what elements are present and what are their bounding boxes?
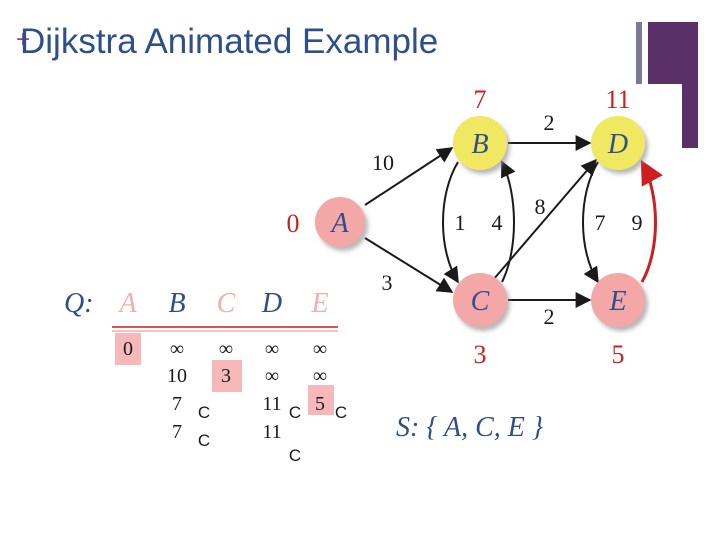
node-c xyxy=(453,273,507,327)
node-e-label: E xyxy=(608,286,626,317)
node-c-distance: 3 xyxy=(474,340,487,369)
queue-header-b: B xyxy=(168,288,185,319)
queue-r1-c: 3 xyxy=(221,365,231,387)
queue-r1-b: 10 xyxy=(167,365,187,387)
stray-mark-1: C xyxy=(198,403,210,422)
queue-cell-highlight-e xyxy=(308,385,334,415)
queue-r1-e: ∞ xyxy=(313,365,327,387)
queue-r0-e: ∞ xyxy=(313,338,327,360)
node-e xyxy=(591,273,645,327)
queue-r0-d: ∞ xyxy=(265,338,279,360)
node-e-distance: 5 xyxy=(612,340,625,369)
node-d-label: D xyxy=(607,129,628,160)
weight-a-c: 3 xyxy=(382,270,393,295)
edge-e-d-highlighted xyxy=(640,159,663,283)
edge-c-d xyxy=(492,158,598,281)
node-b-label: B xyxy=(471,129,488,160)
node-a-label: A xyxy=(329,208,349,239)
stray-mark-5: C xyxy=(335,403,347,422)
decorative-bar-dark xyxy=(648,22,698,84)
node-a-distance: 0 xyxy=(287,209,300,238)
queue-header-d: D xyxy=(261,288,282,319)
weight-a-b: 10 xyxy=(372,150,394,175)
node-d-distance: 11 xyxy=(605,85,630,114)
node-b xyxy=(453,116,507,170)
queue-header-c: C xyxy=(217,288,236,319)
queue-r0-b: ∞ xyxy=(170,338,184,360)
queue-cell-highlight-a xyxy=(115,333,141,365)
stray-mark-2: C xyxy=(198,431,210,450)
queue-header-a: A xyxy=(117,288,137,319)
stray-mark-4: C xyxy=(289,446,301,465)
queue-r1-d: ∞ xyxy=(265,365,279,387)
weight-b-c: 1 xyxy=(455,210,466,235)
weight-c-e: 2 xyxy=(544,304,555,329)
queue-r0-c: ∞ xyxy=(219,338,233,360)
queue-r0-a: 0 xyxy=(123,338,133,360)
node-d xyxy=(591,116,645,170)
slide-title: Dijkstra Animated Example xyxy=(20,22,439,61)
set-s: S: { A, C, E } xyxy=(396,412,543,443)
edge-b-c xyxy=(442,161,459,284)
queue-r2-b: 7 xyxy=(172,393,182,415)
edge-c-b xyxy=(501,160,516,283)
node-a xyxy=(315,197,365,247)
weight-c-b: 4 xyxy=(492,210,503,235)
weight-c-d: 8 xyxy=(535,194,546,219)
queue-header-e: E xyxy=(310,288,328,319)
queue-r2-e: 5 xyxy=(315,393,325,415)
queue-cell-highlight-c xyxy=(212,360,242,392)
queue-label: Q: xyxy=(64,288,94,319)
weight-b-d: 2 xyxy=(544,110,555,135)
weight-e-d: 9 xyxy=(632,210,643,235)
queue-r3-d: 11 xyxy=(262,421,281,443)
edge-d-e xyxy=(582,161,599,284)
decorative-bar-light xyxy=(636,22,642,84)
weight-d-e: 7 xyxy=(595,210,606,235)
node-c-label: C xyxy=(471,286,490,317)
node-b-distance: 7 xyxy=(474,85,487,114)
title-bullet: + xyxy=(16,26,31,53)
queue-r2-d: 11 xyxy=(262,393,281,415)
edge-a-b xyxy=(364,147,454,206)
stray-mark-3: C xyxy=(289,403,301,422)
decorative-bar-thin xyxy=(682,84,698,148)
queue-r3-b: 7 xyxy=(172,421,182,443)
edge-a-c xyxy=(364,237,454,293)
